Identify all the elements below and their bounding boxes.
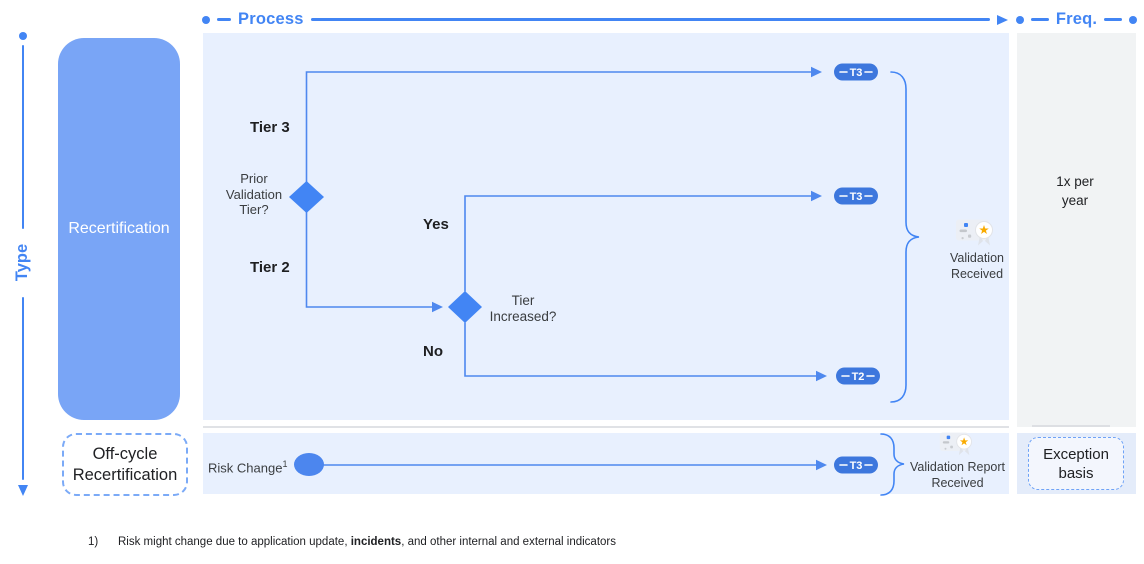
arrowhead-icon [432,301,443,313]
badge-t2-bottom-label: T2 [852,371,865,383]
validation-report-received-label: Validation Report Received [910,460,1005,490]
lane-offcycle: Off-cycle Recertification [62,433,188,496]
prior-validation-tier-question: Prior Validation Tier? [225,171,283,217]
risk-change-label: Risk Change1 [208,457,287,476]
risk-change-text: Risk Change [208,460,283,476]
validation-received-label: Validation Received [950,251,1004,281]
connector-no-branch [464,322,818,377]
footnote-text: Risk might change due to application upd… [118,536,616,548]
award-certificate-icon [956,219,993,246]
process-axis: Process [202,10,1008,28]
validation-received-annotation: Validation Received [927,213,1027,282]
arrowhead-icon [811,66,822,78]
connector-tier2-branch [305,211,434,308]
badge-t3-top-label: T3 [850,67,863,79]
lane-recertification-label: Recertification [68,220,170,237]
decision-tier-increased [448,291,482,323]
badge-t3-offcycle-label: T3 [850,460,863,472]
connector-yes-branch [464,195,813,292]
tier3-label: Tier 3 [250,119,290,136]
badge-t3-offcycle: T3 [834,456,878,474]
axis-line [21,296,25,480]
frequency-panel [1017,33,1136,427]
footnote-text-after: , and other internal and external indica… [401,536,617,548]
lane-recertification: Recertification [58,38,180,420]
axis-line [1104,18,1122,21]
axis-line [21,45,25,229]
brace-validation-received [890,71,920,403]
row-divider [203,426,1009,428]
arrow-down-icon [18,485,28,496]
axis-dot [19,32,27,40]
axis-dot [1129,15,1137,24]
tier2-label: Tier 2 [250,259,290,276]
tier-increased-question: Tier Increased? [489,293,557,324]
axis-line [217,18,231,21]
no-label: No [423,343,443,360]
axis-line [310,18,990,21]
footnote-text-before: Risk might change due to application upd… [118,536,351,548]
badge-t2-bottom: T2 [836,367,880,385]
risk-change-node [294,453,324,476]
badge-t3-middle-label: T3 [850,191,863,203]
axis-dot [202,15,210,24]
frequency-divider [1032,425,1110,427]
type-axis: Type [8,32,38,496]
process-panel [203,33,1009,420]
footnote-ref: 1 [282,459,288,469]
arrowhead-icon [816,370,827,382]
arrow-right-icon [997,14,1008,25]
badge-t3-middle: T3 [834,187,878,205]
frequency-yearly-value: 1x per year [1056,174,1094,208]
decision-prior-validation-tier [289,181,324,213]
badge-t3-top: T3 [834,63,878,81]
yes-label: Yes [423,216,449,233]
freq-axis: Freq. [1016,10,1137,28]
process-axis-label: Process [238,10,304,28]
award-certificate-icon [939,432,972,456]
brace-validation-report [880,433,905,496]
arrowhead-icon [811,190,822,202]
footnote-marker: 1) [88,536,99,548]
freq-axis-label: Freq. [1055,10,1098,28]
footnote: 1) Risk might change due to application … [88,536,616,548]
axis-line [1031,18,1049,21]
footnote-text-bold: incidents [350,536,402,548]
arrowhead-icon [816,459,827,471]
lane-offcycle-label: Off-cycle Recertification [72,444,178,484]
frequency-exception-box: Exception basis [1028,437,1124,490]
connector-tier3-branch [305,71,813,183]
validation-report-annotation: Validation Report Received [901,427,1014,491]
axis-dot [1016,15,1024,24]
frequency-exception-label: Exception basis [1043,445,1109,482]
